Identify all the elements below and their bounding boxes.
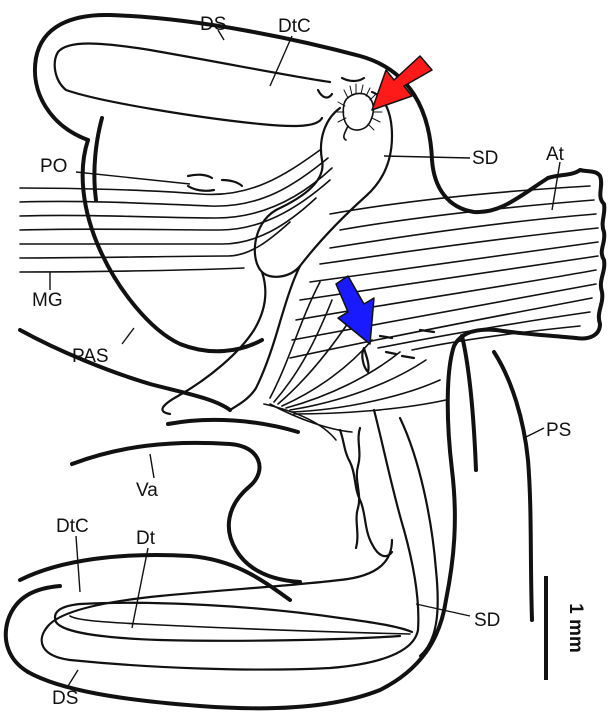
pas-outline bbox=[83, 140, 262, 351]
ps-inner bbox=[462, 336, 476, 470]
ps-curve bbox=[494, 352, 532, 620]
blue-arrow bbox=[336, 276, 374, 344]
leader-ps bbox=[524, 428, 544, 438]
po-tube bbox=[188, 175, 242, 186]
label-va: Va bbox=[136, 480, 158, 501]
at-outline bbox=[28, 170, 604, 708]
label-ds-top: DS bbox=[200, 14, 226, 35]
po-tube-2 bbox=[188, 186, 214, 191]
leader-dtc-bottom bbox=[76, 536, 80, 592]
label-ds-bottom: DS bbox=[52, 688, 78, 709]
pas-upper-curve bbox=[94, 118, 102, 200]
leader-pas bbox=[122, 328, 134, 344]
label-pas: PAS bbox=[72, 346, 109, 367]
label-dtc-top: DtC bbox=[278, 16, 311, 37]
dt-lower bbox=[70, 616, 410, 634]
leader-ds-bottom bbox=[68, 670, 78, 686]
label-po: PO bbox=[40, 156, 67, 177]
pas-lower-contour bbox=[20, 330, 230, 410]
leader-sd-top bbox=[384, 156, 470, 158]
scale-bar: 1 mm bbox=[546, 576, 586, 680]
label-at: At bbox=[546, 144, 565, 165]
leader-va bbox=[150, 454, 154, 478]
leader-dt bbox=[132, 548, 148, 628]
scale-bar-label: 1 mm bbox=[565, 603, 586, 653]
at-fibres bbox=[290, 186, 598, 358]
dtc-upper bbox=[55, 44, 330, 127]
label-mg: MG bbox=[32, 290, 63, 311]
label-dtc-bottom: DtC bbox=[56, 516, 89, 537]
label-ps: PS bbox=[546, 420, 571, 441]
ds-outer-wall-lower bbox=[6, 586, 60, 672]
va-upper-line bbox=[168, 420, 298, 432]
label-sd-bottom: SD bbox=[474, 610, 500, 631]
va-lower-line bbox=[20, 555, 290, 600]
va-curve bbox=[72, 443, 300, 582]
label-sd-top: SD bbox=[472, 148, 498, 169]
leader-dtc-top bbox=[270, 36, 292, 86]
label-dt: Dt bbox=[136, 528, 156, 549]
